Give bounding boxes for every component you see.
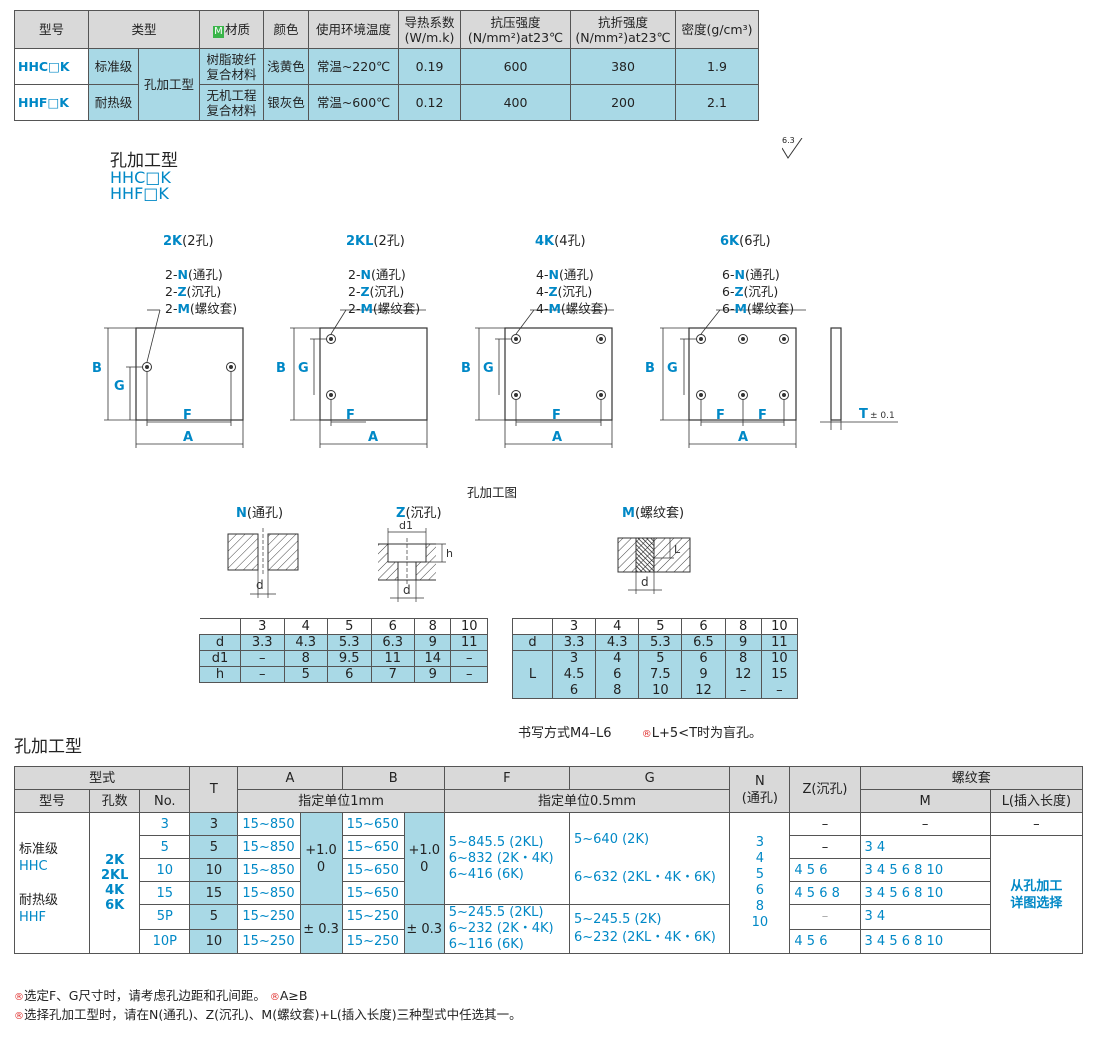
spec-grade: 耐热级 — [88, 84, 139, 121]
callout-4k: 4-N(通孔) 4-Z(沉孔) 4-M(螺纹套) — [536, 267, 609, 316]
spec-flexural: 200 — [570, 84, 676, 121]
section1-title: 孔加工型 — [110, 151, 178, 171]
svg-text:d: d — [403, 583, 411, 597]
svg-text:d: d — [256, 578, 264, 592]
m-note: 书写方式M4–L6 ®L+5<T时为盲孔。 — [518, 726, 763, 741]
svg-text:A: A — [368, 430, 378, 445]
hole-type-z: Z(沉孔) — [396, 506, 442, 521]
section2-title: 孔加工型 — [14, 737, 82, 757]
spec-grade: 标准级 — [88, 48, 139, 85]
svg-text:A: A — [738, 430, 748, 445]
roughness-value: 6.3 — [782, 136, 795, 145]
callout-2kl: 2-N(通孔) 2-Z(沉孔) 2-M(螺纹套) — [348, 267, 421, 316]
spec-code: HHF□K — [14, 84, 89, 121]
svg-text:F: F — [346, 408, 355, 423]
m-size-table: 3 4 5 6 8 10 d 3.3 4.3 5.3 6.5 9 11 L 3 … — [512, 618, 799, 699]
plate-2k — [135, 327, 244, 421]
hole-drawing-title: 孔加工图 — [467, 485, 518, 500]
drawing-title-4k: 4K(4孔) — [535, 234, 586, 249]
spec-code: HHC□K — [14, 48, 89, 85]
dim-T: T — [859, 407, 868, 422]
dim-B: B — [92, 361, 102, 376]
spec-material: 无机工程复合材料 — [199, 84, 264, 121]
spec-header-temp: 使用环境温度 — [308, 10, 399, 49]
svg-text:F: F — [552, 408, 561, 423]
svg-text:d: d — [641, 575, 649, 589]
spec-temp: 常温~220℃ — [308, 48, 399, 85]
footnote-2: ®选择孔加工型时，请在N(通孔)、Z(沉孔)、M(螺纹套)+L(插入长度)三种型… — [14, 1007, 522, 1022]
section1-code2: HHF□K — [110, 184, 169, 203]
plate-2kl — [319, 327, 428, 421]
roughness-icon — [782, 138, 803, 159]
footnote-1: ®选定F、G尺寸时，请考虑孔边距和孔间距。 ®A≥B — [14, 988, 308, 1003]
spec-header-conductivity: 导热系数(W/m.k) — [398, 10, 461, 49]
svg-text:G: G — [483, 361, 494, 376]
drawing-title-6k: 6K(6孔) — [720, 234, 771, 249]
svg-text:B: B — [645, 361, 655, 376]
main-spec-table: 型式 T A B F G N(通孔) Z(沉孔) 螺纹套 型号 孔数 No. 指… — [13, 766, 1084, 954]
spec-header-density: 密度(g/cm³) — [675, 10, 759, 49]
spec-color: 浅黄色 — [263, 48, 309, 85]
spec-header-model: 型号 — [14, 10, 89, 49]
dim-T-tol: ± 0.1 — [870, 411, 895, 421]
spec-density: 1.9 — [675, 48, 759, 85]
plate-side — [830, 327, 842, 421]
hole-type-m: M(螺纹套) — [622, 506, 685, 521]
spec-flexural: 380 — [570, 48, 676, 85]
spec-temp: 常温~600℃ — [308, 84, 399, 121]
plate-drawings: B G F A B G F A B G F A B G F F A T ± 0.… — [92, 309, 898, 448]
spec-compressive: 600 — [460, 48, 571, 85]
svg-text:F: F — [758, 408, 767, 423]
svg-text:G: G — [667, 361, 678, 376]
dim-F: F — [183, 408, 192, 423]
svg-text:B: B — [276, 361, 286, 376]
drawing-title-2k: 2K(2孔) — [163, 234, 214, 249]
spec-conductivity: 0.19 — [398, 48, 461, 85]
spec-conductivity: 0.12 — [398, 84, 461, 121]
svg-text:L: L — [674, 543, 681, 556]
spec-color: 银灰色 — [263, 84, 309, 121]
section1-code1: HHC□K — [110, 168, 171, 187]
nz-size-table: 3 4 5 6 8 10 d 3.3 4.3 5.3 6.3 9 11 d1 –… — [199, 618, 488, 683]
section1-heading: 孔加工型 HHC□K HHF□K — [110, 152, 178, 202]
svg-text:d1: d1 — [399, 519, 413, 532]
hole-type-n: N(通孔) — [236, 506, 284, 521]
svg-text:h: h — [446, 547, 453, 560]
callout-2k: 2-N(通孔) 2-Z(沉孔) 2-M(螺纹套) — [165, 267, 238, 316]
dim-G: G — [114, 379, 125, 394]
svg-text:G: G — [298, 361, 309, 376]
hole-section-drawings: d d1 h d L d — [227, 519, 691, 602]
spec-compressive: 400 — [460, 84, 571, 121]
svg-text:F: F — [716, 408, 725, 423]
spec-type: 孔加工型 — [138, 48, 200, 121]
holes — [142, 334, 789, 400]
spec-header-flexural: 抗折强度(N/mm²)at23℃ — [570, 10, 676, 49]
spec-density: 2.1 — [675, 84, 759, 121]
svg-text:A: A — [552, 430, 562, 445]
spec-header-type: 类型 — [88, 10, 200, 49]
spec-header-compressive: 抗压强度(N/mm²)at23℃ — [460, 10, 571, 49]
plate-4k — [504, 327, 613, 421]
svg-text:B: B — [461, 361, 471, 376]
material-badge: M — [212, 25, 224, 38]
drawing-title-2kl: 2KL(2孔) — [346, 234, 405, 249]
spec-header-color: 颜色 — [263, 10, 309, 49]
dim-A: A — [183, 430, 193, 445]
spec-material: 树脂玻纤复合材料 — [199, 48, 264, 85]
callout-6k: 6-N(通孔) 6-Z(沉孔) 6-M(螺纹套) — [722, 267, 795, 316]
plate-6k — [688, 327, 797, 421]
